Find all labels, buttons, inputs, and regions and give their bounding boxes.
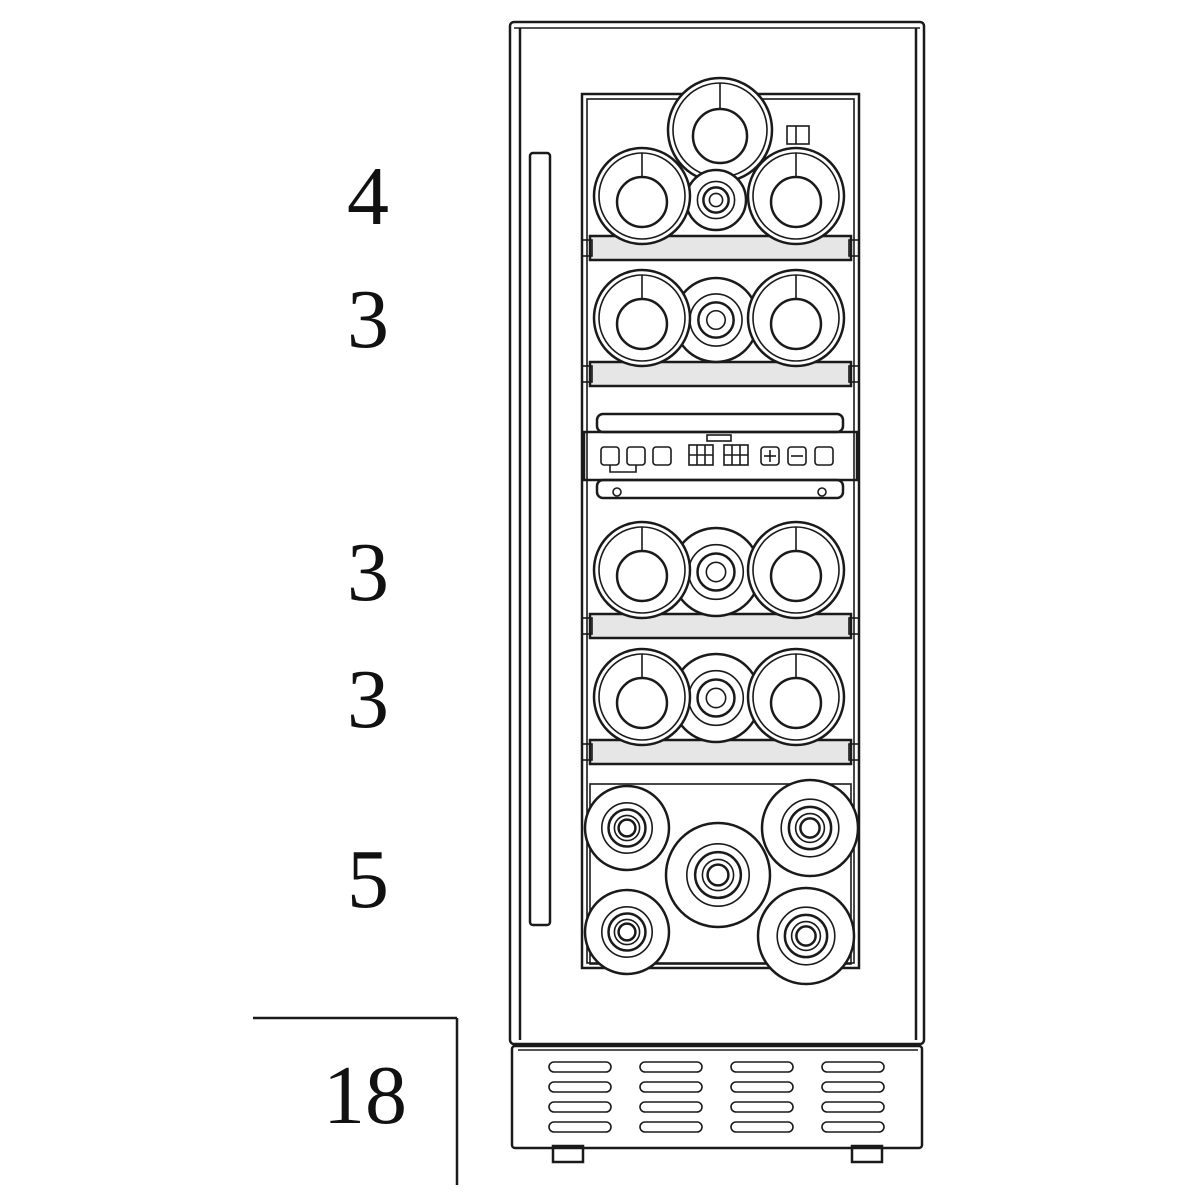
shelf-2-count: 3 <box>347 273 389 366</box>
total-count: 18 <box>323 1049 407 1142</box>
shelf-4-count: 3 <box>347 653 389 746</box>
bottles <box>583 76 860 986</box>
bottle <box>756 886 856 986</box>
shelf-rail <box>588 360 853 388</box>
bottle <box>592 268 692 368</box>
door-lock-icon <box>786 125 810 145</box>
bottle <box>760 778 860 878</box>
bottle <box>746 146 846 246</box>
shelf-3-count: 3 <box>347 526 389 619</box>
bottle <box>592 647 692 747</box>
shelves <box>581 234 860 766</box>
shelf-5-count: 5 <box>347 833 389 926</box>
bottle <box>746 268 846 368</box>
shelf-rail <box>588 612 853 640</box>
bottle <box>666 76 774 184</box>
bottle <box>746 647 846 747</box>
bottle <box>664 821 772 929</box>
bottle <box>583 888 671 976</box>
cabinet <box>508 20 926 1046</box>
bottle <box>684 168 748 232</box>
control-panel <box>582 412 859 500</box>
total-bracket <box>253 1016 459 1185</box>
base-grille <box>510 1044 924 1164</box>
shelf-1-count: 4 <box>347 150 389 243</box>
bottle <box>746 520 846 620</box>
bottle <box>592 146 692 246</box>
door-handle <box>528 151 552 927</box>
bottle <box>592 520 692 620</box>
bottle <box>583 784 671 872</box>
